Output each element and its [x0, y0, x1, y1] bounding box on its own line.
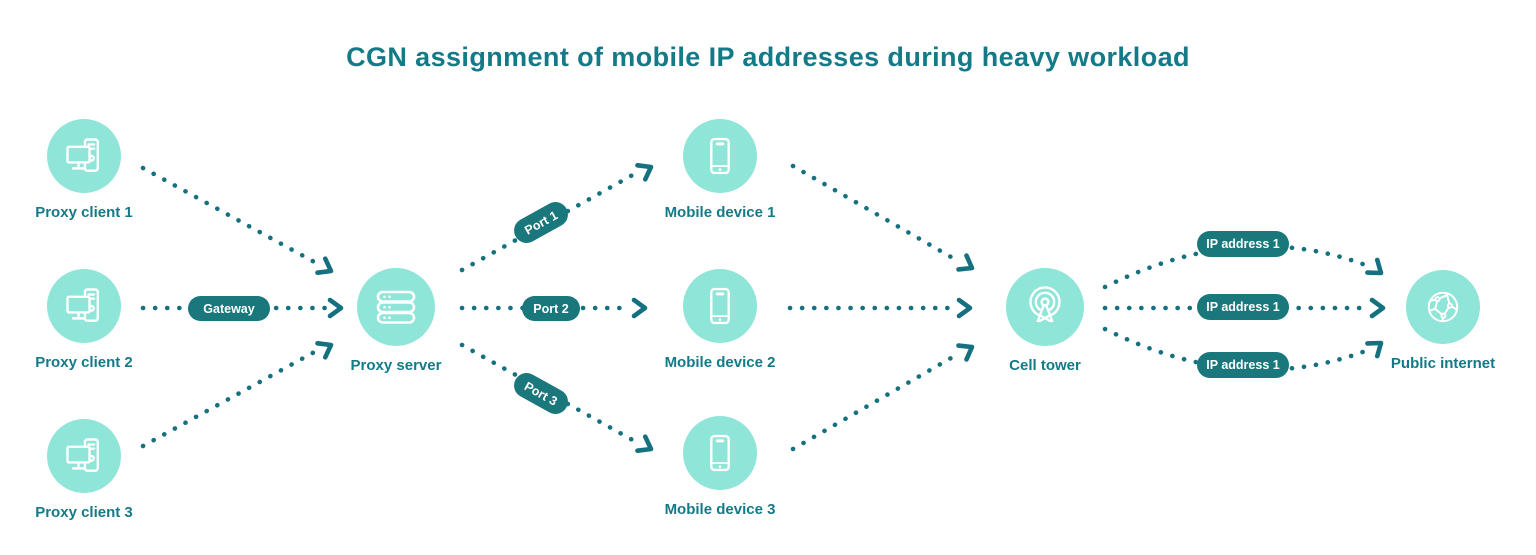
node-circle — [47, 119, 121, 193]
smartphone-icon — [710, 434, 730, 472]
node-label: Public internet — [1390, 355, 1496, 372]
smartphone-icon — [710, 287, 730, 325]
node-label: Cell tower — [1009, 357, 1081, 374]
ip-address-pill-bottom: IP address 1 — [1197, 352, 1289, 378]
node-label: Proxy client 3 — [35, 504, 133, 521]
ip-address-pill-middle: IP address 1 — [1197, 294, 1289, 320]
node-circle — [683, 119, 757, 193]
node-mobile-device-1: Mobile device 1 — [640, 119, 800, 221]
node-circle — [47, 419, 121, 493]
node-proxy-client-2: Proxy client 2 — [4, 269, 164, 371]
node-circle — [1406, 270, 1480, 344]
dotted-arrows — [140, 163, 1386, 453]
port-2-pill: Port 2 — [522, 296, 580, 321]
node-label: Proxy server — [350, 357, 442, 374]
node-proxy-client-3: Proxy client 3 — [4, 419, 164, 521]
node-proxy-server: Proxy server — [316, 268, 476, 374]
node-label: Mobile device 3 — [664, 501, 776, 518]
node-label: Proxy client 2 — [35, 354, 133, 371]
gateway-pill: Gateway — [188, 296, 270, 321]
node-cell-tower: Cell tower — [965, 268, 1125, 374]
node-label: Proxy client 1 — [35, 204, 133, 221]
globe-icon — [1427, 291, 1459, 323]
diagram-title: CGN assignment of mobile IP addresses du… — [346, 42, 1190, 72]
cell-tower-icon — [1029, 286, 1061, 323]
node-mobile-device-3: Mobile device 3 — [640, 416, 800, 518]
node-mobile-device-2: Mobile device 2 — [640, 269, 800, 371]
server-icon — [376, 290, 416, 324]
node-circle — [357, 268, 435, 346]
node-public-internet: Public internet — [1363, 270, 1523, 372]
node-circle — [1006, 268, 1084, 346]
node-label: Mobile device 1 — [664, 204, 776, 221]
node-circle — [683, 269, 757, 343]
desktop-computer-icon — [66, 438, 99, 472]
node-label: Mobile device 2 — [664, 354, 776, 371]
desktop-computer-icon — [66, 288, 99, 322]
node-proxy-client-1: Proxy client 1 — [4, 119, 164, 221]
node-circle — [47, 269, 121, 343]
desktop-computer-icon — [66, 138, 99, 172]
smartphone-icon — [710, 137, 730, 175]
node-circle — [683, 416, 757, 490]
ip-address-pill-top: IP address 1 — [1197, 231, 1289, 257]
